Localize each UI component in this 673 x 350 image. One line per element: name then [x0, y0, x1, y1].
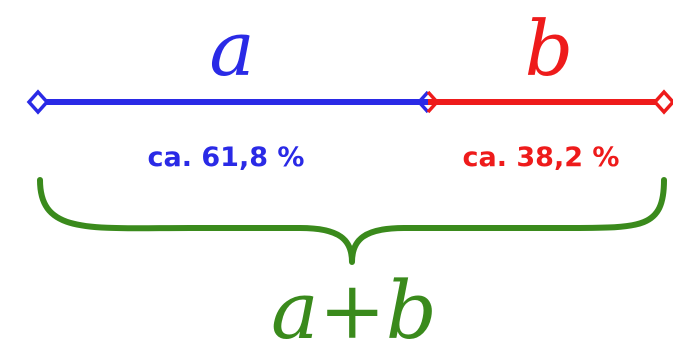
segment-b-percent: ca. 38,2 % — [463, 142, 620, 173]
segment-a-label: a — [209, 4, 254, 93]
total-curly-brace — [37, 177, 667, 265]
total-label: a+b — [271, 264, 437, 350]
segment-a-left-endpoint — [26, 89, 50, 115]
segment-b-label: b — [525, 4, 574, 93]
segment-b-right-endpoint — [652, 89, 673, 115]
segment-middle-endpoint — [416, 90, 440, 114]
segment-a-percent: ca. 61,8 % — [148, 142, 305, 173]
